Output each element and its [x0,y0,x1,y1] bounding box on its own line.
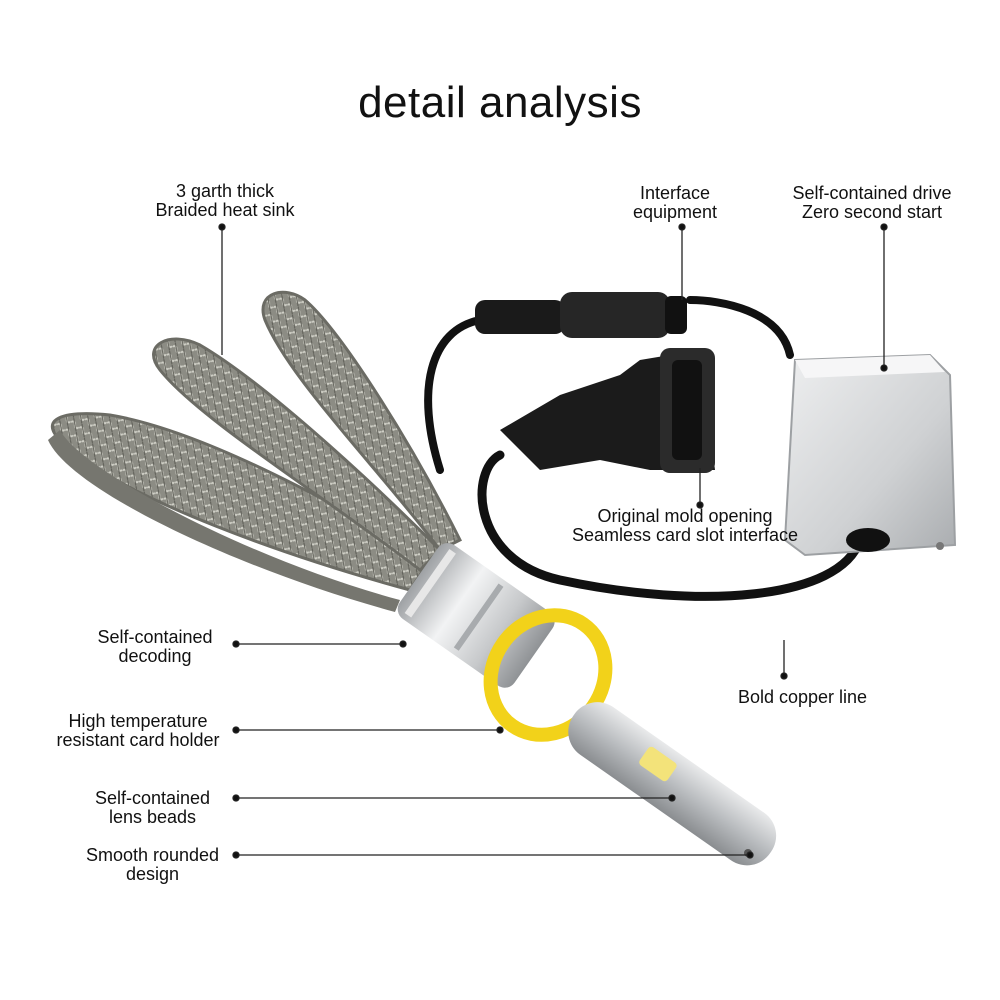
label-card-holder: High temperature resistant card holder [40,712,236,750]
label-decoding-line2: decoding [118,646,192,666]
label-mold-line2: Seamless card slot interface [571,525,799,545]
label-copper-line1: Bold copper line [737,687,868,707]
label-lens-beads-line1: Self-contained [94,788,211,808]
label-rounded: Smooth rounded design [70,846,235,884]
label-heat-sink-line1: 3 garth thick [175,181,275,201]
label-decoding: Self-contained decoding [80,628,230,666]
label-interface-line1: Interface [639,183,711,203]
label-interface-line2: equipment [632,202,718,222]
label-heat-sink-line2: Braided heat sink [155,200,295,220]
label-rounded-line1: Smooth rounded [85,845,220,865]
bulb-body [397,543,777,866]
braided-heat-sink [48,290,463,612]
label-mold: Original mold opening Seamless card slot… [550,507,820,545]
label-card-holder-line2: resistant card holder [56,730,220,750]
label-copper: Bold copper line [720,688,885,707]
label-drive: Self-contained drive Zero second start [772,184,972,222]
leader-lines [218,223,888,859]
label-lens-beads: Self-contained lens beads [75,789,230,827]
driver-box [783,353,957,557]
page-title: detail analysis [358,78,642,127]
label-rounded-line2: design [125,864,180,884]
label-card-holder-line1: High temperature [68,711,208,731]
copper-cable [424,296,865,601]
label-heat-sink: 3 garth thick Braided heat sink [150,182,300,220]
plug-housing [500,348,715,473]
label-decoding-line1: Self-contained [97,627,213,647]
label-lens-beads-line2: lens beads [108,807,197,827]
label-drive-line2: Zero second start [801,202,943,222]
label-mold-line1: Original mold opening [597,506,773,526]
label-interface: Interface equipment [610,184,740,222]
label-drive-line1: Self-contained drive [792,183,952,203]
interface-connector [475,292,687,338]
